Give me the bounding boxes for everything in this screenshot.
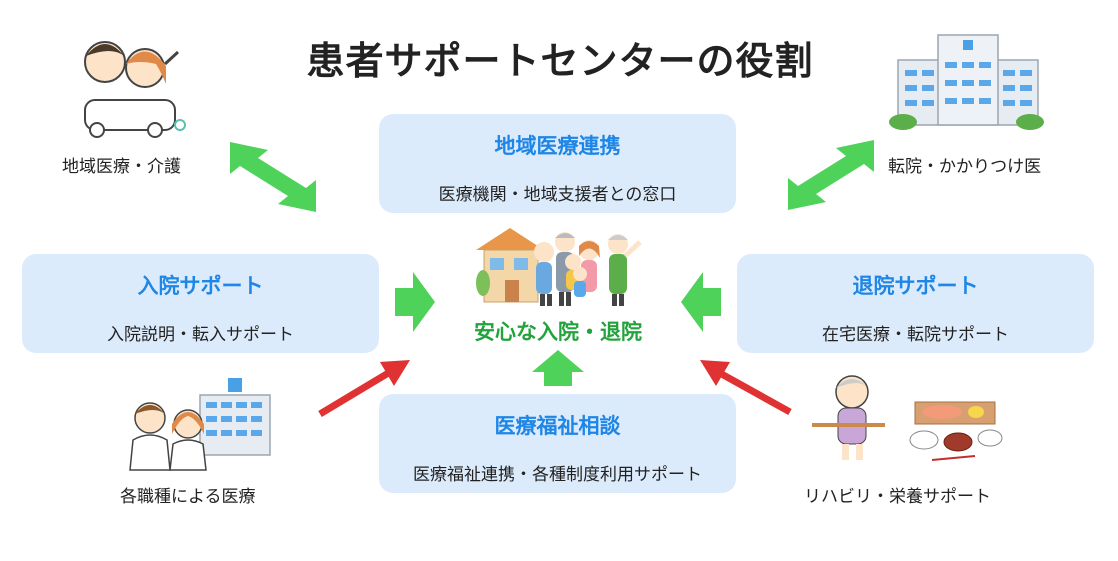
corner-label-top-right: 転院・かかりつけ医 (888, 157, 1042, 177)
doctors-and-hospital-icon (129, 378, 271, 471)
box-admission-support: 入院サポート 入院説明・転入サポート (22, 254, 379, 353)
corner-label-top-left: 地域医療・介護 (62, 157, 181, 177)
red-arrow-bottom-right (700, 360, 792, 416)
box-subtext: 医療福祉連携・各種制度利用サポート (413, 465, 702, 485)
house-and-family-icon (476, 228, 642, 306)
page-title: 患者サポートセンターの役割 (306, 39, 814, 83)
red-arrow-bottom-left (318, 360, 410, 418)
box-subtext: 医療機関・地域支援者との窓口 (438, 185, 677, 205)
elderly-woman-and-meal-icon (812, 375, 1003, 461)
box-heading: 地域医療連携 (494, 134, 621, 158)
arrow-bottom-to-center (532, 350, 584, 386)
corner-label-bottom-left: 各職種による医療 (120, 487, 256, 507)
corner-label-bottom-right: リハビリ・栄養サポート (804, 487, 991, 507)
box-heading: 入院サポート (137, 274, 264, 298)
box-heading: 医療福祉相談 (494, 414, 621, 438)
couple-in-car-icon (84, 41, 186, 138)
double-arrow-top-right (788, 140, 874, 210)
center-label: 安心な入院・退院 (474, 320, 642, 344)
box-discharge-support: 退院サポート 在宅医療・転院サポート (737, 254, 1094, 353)
hospital-building-icon (889, 34, 1044, 130)
double-arrow-top-left (230, 142, 316, 212)
arrow-right-to-center (681, 272, 721, 332)
box-heading: 退院サポート (852, 274, 979, 298)
box-medical-welfare-consultation: 医療福祉相談 医療福祉連携・各種制度利用サポート (379, 394, 736, 493)
arrow-left-to-center (395, 272, 435, 332)
box-subtext: 在宅医療・転院サポート (822, 325, 1009, 345)
box-subtext: 入院説明・転入サポート (107, 325, 294, 345)
box-regional-medical-liaison: 地域医療連携 医療機関・地域支援者との窓口 (379, 114, 736, 213)
